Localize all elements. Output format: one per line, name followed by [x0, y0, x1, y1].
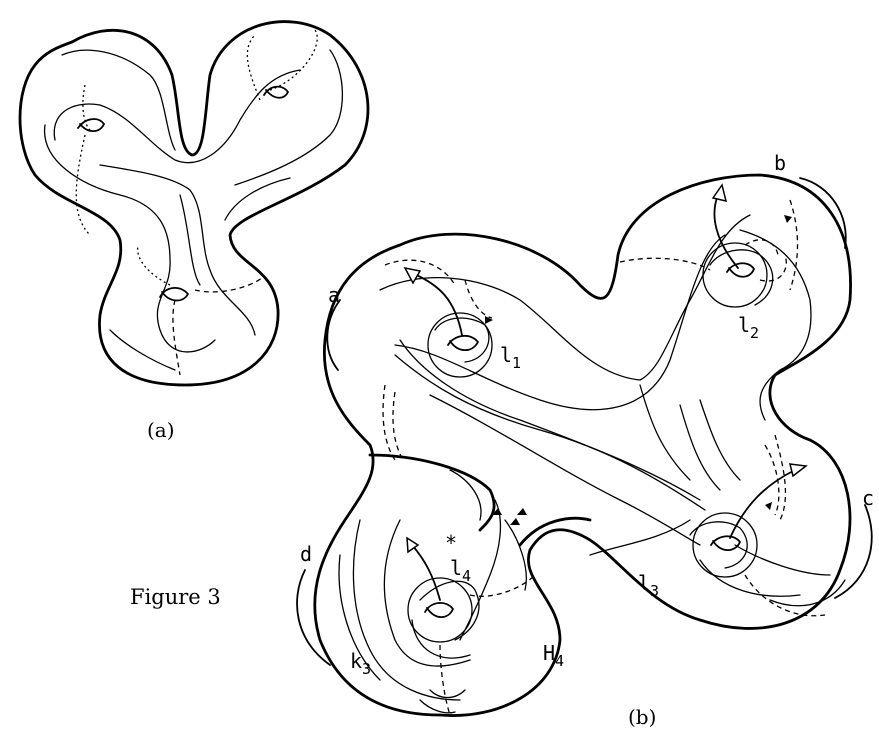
- boundary-label-d: d: [300, 542, 312, 566]
- boundary-arc-b: [799, 177, 847, 249]
- boundary-label-b: b: [774, 151, 786, 175]
- curve-label-l1: l1: [500, 343, 521, 372]
- curve-label-l3: l3: [638, 571, 659, 600]
- figure-title: Figure 3: [130, 585, 221, 609]
- boundary-arc-a: [326, 299, 341, 371]
- curve-label-k3: k3: [350, 649, 371, 678]
- curve-label-H4: H4: [543, 641, 564, 670]
- panel-b-surface: [296, 173, 873, 717]
- panel-b-label: (b): [628, 705, 656, 729]
- boundary-arc-c: [834, 504, 873, 599]
- panel-a-surface: [18, 20, 370, 387]
- curve-label-l2: l2: [738, 313, 759, 342]
- panel-a-label: (a): [147, 418, 175, 442]
- boundary-label-a: a: [328, 283, 340, 307]
- boundary-label-c: c: [862, 486, 874, 510]
- boundary-arc-d: [296, 569, 331, 666]
- curve-label-l4: l4: [450, 556, 471, 585]
- basepoint-marker: *: [445, 531, 457, 555]
